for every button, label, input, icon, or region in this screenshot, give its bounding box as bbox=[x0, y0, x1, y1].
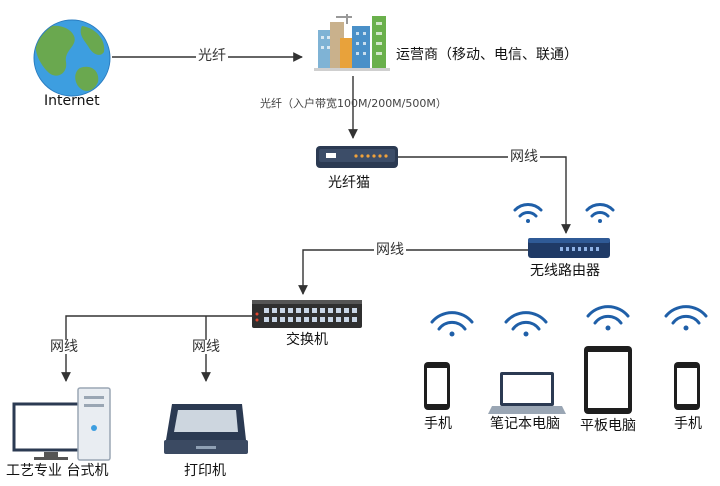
switch-port bbox=[288, 317, 293, 322]
router-icon bbox=[528, 238, 610, 258]
switch-port bbox=[320, 308, 325, 313]
switch-port bbox=[272, 317, 277, 322]
internet-label: Internet bbox=[44, 93, 100, 109]
edge-label-switch-printer: 网线 bbox=[190, 339, 222, 355]
printer-icon bbox=[164, 404, 248, 454]
switch-port bbox=[264, 308, 269, 313]
switch-label: 交换机 bbox=[286, 332, 328, 348]
switch-port bbox=[328, 317, 333, 322]
laptop-label: 笔记本电脑 bbox=[490, 416, 560, 432]
tablet-icon bbox=[584, 346, 632, 414]
switch-port bbox=[352, 308, 357, 313]
desktop-computer-icon bbox=[12, 387, 111, 461]
switch-port bbox=[288, 308, 293, 313]
switch-icon bbox=[252, 300, 362, 328]
modem-label: 光纤猫 bbox=[328, 175, 370, 191]
edge-label-modem-router: 网线 bbox=[508, 149, 540, 165]
device-wifi-signals bbox=[430, 305, 708, 337]
wifi-icon bbox=[430, 311, 474, 337]
modem-icon bbox=[316, 146, 398, 168]
wifi-icon bbox=[664, 305, 708, 331]
edge-label-switch-desktop: 网线 bbox=[48, 339, 80, 355]
switch-port bbox=[272, 308, 277, 313]
tablet-label: 平板电脑 bbox=[580, 418, 636, 434]
desktop-label: 工艺专业 台式机 bbox=[6, 463, 109, 479]
phone-right-label: 手机 bbox=[674, 416, 702, 432]
phone-left-label: 手机 bbox=[424, 416, 452, 432]
switch-port bbox=[296, 317, 301, 322]
switch-port bbox=[304, 308, 309, 313]
switch-port bbox=[312, 308, 317, 313]
switch-port bbox=[336, 317, 341, 322]
switch-port bbox=[320, 317, 325, 322]
isp-label: 运营商（移动、电信、联通） bbox=[396, 47, 578, 63]
switch-port bbox=[280, 308, 285, 313]
isp-building-icon bbox=[314, 14, 390, 71]
laptop-icon bbox=[488, 372, 566, 414]
edge-label-isp-modem: 光纤（入户带宽100M/200M/500M） bbox=[260, 97, 447, 110]
phone-right-icon bbox=[674, 362, 700, 410]
switch-port bbox=[328, 308, 333, 313]
switch-port bbox=[336, 308, 341, 313]
switch-port bbox=[344, 308, 349, 313]
globe-icon bbox=[33, 19, 111, 97]
switch-port bbox=[280, 317, 285, 322]
phone-left-icon bbox=[424, 362, 450, 410]
switch-port bbox=[352, 317, 357, 322]
edge-router-switch bbox=[298, 249, 528, 295]
edge-switch-desktop bbox=[61, 315, 252, 382]
wifi-signal-icon bbox=[513, 203, 615, 223]
switch-port bbox=[312, 317, 317, 322]
router-label: 无线路由器 bbox=[530, 263, 600, 279]
switch-port bbox=[296, 308, 301, 313]
wifi-icon bbox=[586, 305, 630, 331]
printer-label: 打印机 bbox=[184, 463, 226, 479]
edge-label-internet-isp: 光纤 bbox=[196, 48, 228, 64]
switch-port bbox=[304, 317, 309, 322]
switch-port bbox=[344, 317, 349, 322]
switch-port bbox=[264, 317, 269, 322]
edge-modem-router bbox=[398, 156, 571, 234]
edge-label-router-switch: 网线 bbox=[374, 242, 406, 258]
wifi-icon bbox=[504, 311, 548, 337]
